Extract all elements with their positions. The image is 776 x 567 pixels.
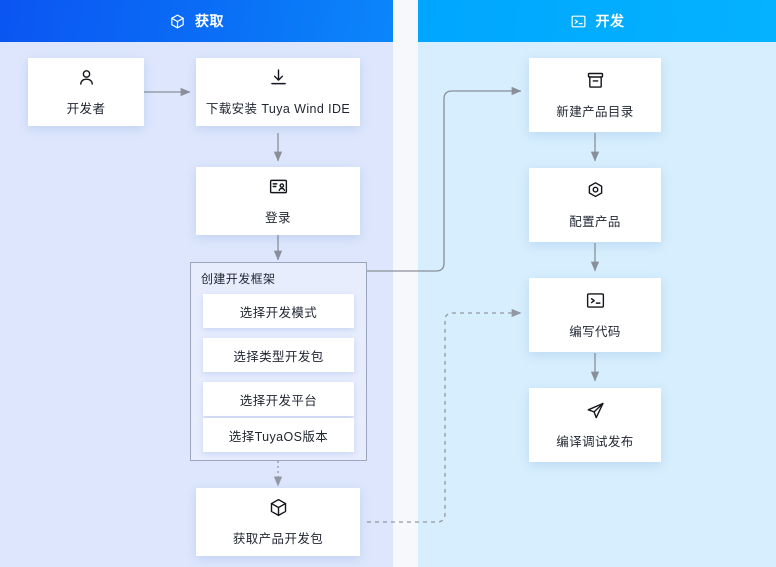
terminal-icon: [570, 13, 587, 30]
cube-icon: [268, 497, 289, 518]
node-config-product-label: 配置产品: [569, 215, 621, 229]
header-develop-label: 开发: [595, 13, 625, 29]
id-card-icon: [268, 176, 289, 197]
fw-item-tuyaos-version-label: 选择TuyaOS版本: [228, 429, 329, 444]
node-build-publish[interactable]: 编译调试发布: [529, 388, 661, 462]
node-download-ide[interactable]: 下载安装 Tuya Wind IDE: [196, 58, 360, 126]
node-login-label: 登录: [265, 211, 291, 225]
terminal-icon: [585, 290, 606, 311]
group-create-framework: 创建开发框架 选择开发模式 选择类型开发包 选择开发平台 选择TuyaOS版本: [190, 262, 367, 461]
header-acquire-wrap: 获取: [0, 0, 393, 42]
node-get-package[interactable]: 获取产品开发包: [196, 488, 360, 556]
panel-divider: [393, 0, 418, 567]
user-icon: [76, 67, 97, 88]
node-write-code-label: 编写代码: [569, 325, 621, 339]
node-new-product-dir-label: 新建产品目录: [556, 105, 634, 119]
header-acquire-label: 获取: [195, 13, 224, 29]
archive-icon: [585, 70, 606, 91]
node-build-publish-label: 编译调试发布: [556, 435, 634, 449]
send-icon: [585, 400, 606, 421]
fw-item-package-type[interactable]: 选择类型开发包: [203, 338, 354, 372]
node-login[interactable]: 登录: [196, 167, 360, 235]
fw-item-package-type-label: 选择类型开发包: [233, 349, 324, 364]
fw-item-dev-mode[interactable]: 选择开发模式: [203, 294, 354, 328]
download-icon: [268, 67, 289, 88]
node-download-ide-label: 下载安装 Tuya Wind IDE: [205, 102, 351, 116]
node-new-product-dir[interactable]: 新建产品目录: [529, 58, 661, 132]
fw-item-platform-label: 选择开发平台: [239, 393, 318, 408]
header-develop: 开发: [418, 0, 776, 42]
fw-item-platform[interactable]: 选择开发平台: [203, 382, 354, 416]
cube-icon: [169, 13, 186, 30]
header-acquire: 获取: [0, 0, 393, 42]
node-config-product[interactable]: 配置产品: [529, 168, 661, 242]
settings-icon: [585, 180, 606, 201]
fw-item-dev-mode-label: 选择开发模式: [239, 305, 318, 320]
header-develop-wrap: 开发: [418, 0, 776, 42]
node-write-code[interactable]: 编写代码: [529, 278, 661, 352]
node-developer[interactable]: 开发者: [28, 58, 144, 126]
group-create-framework-title: 创建开发框架: [201, 272, 276, 286]
node-developer-label: 开发者: [66, 102, 106, 116]
fw-item-tuyaos-version[interactable]: 选择TuyaOS版本: [203, 418, 354, 452]
node-get-package-label: 获取产品开发包: [232, 532, 324, 546]
